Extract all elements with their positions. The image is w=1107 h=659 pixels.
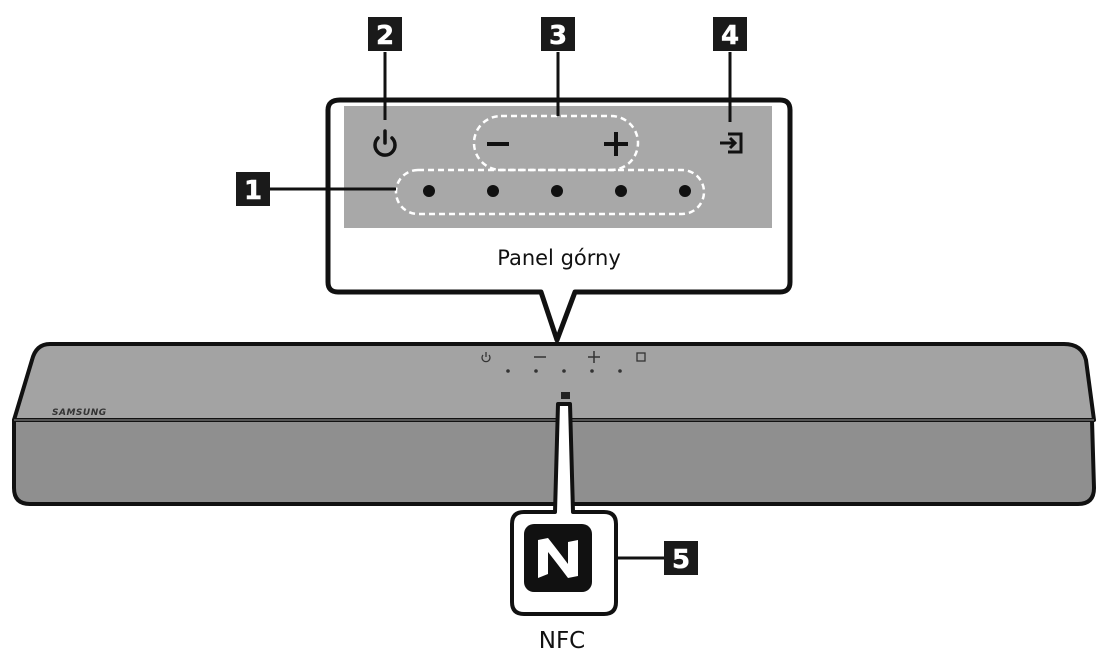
callout-badge-5: 5 xyxy=(664,541,698,575)
led-indicator-dot xyxy=(487,185,499,197)
nfc-logo-icon xyxy=(524,524,592,592)
soundbar-mini-plus-icon xyxy=(588,351,600,363)
led-indicator-dot xyxy=(615,185,627,197)
soundbar-mini-led-dot xyxy=(562,369,566,373)
svg-text:2: 2 xyxy=(376,21,394,51)
soundbar-nfc-spot xyxy=(561,392,570,399)
callout-badge-3: 3 xyxy=(541,17,575,51)
soundbar-top xyxy=(12,342,1096,422)
svg-text:1: 1 xyxy=(244,176,262,206)
soundbar-mini-led-dot xyxy=(618,369,622,373)
brand-logo: SAMSUNG xyxy=(52,408,107,418)
soundbar-mini-power-icon xyxy=(481,352,491,363)
svg-text:4: 4 xyxy=(721,21,739,51)
top-panel-surface xyxy=(344,106,772,228)
volume-button-group xyxy=(472,114,640,172)
callout-badge-2: 2 xyxy=(368,17,402,51)
svg-text:3: 3 xyxy=(549,21,567,51)
soundbar: SAMSUNG xyxy=(12,342,1096,506)
led-indicator-group xyxy=(394,168,706,216)
nfc-callout: NFC xyxy=(510,402,664,654)
plus-icon xyxy=(604,132,628,156)
led-indicator-dot xyxy=(679,185,691,197)
soundbar-mini-led-dot xyxy=(506,369,510,373)
top-panel-callout: Panel górny xyxy=(270,52,793,343)
top-panel-label: Panel górny xyxy=(497,246,621,270)
callout-badge-1: 1 xyxy=(236,172,270,206)
nfc-label: NFC xyxy=(539,628,586,654)
soundbar-mini-source-icon xyxy=(636,352,646,362)
led-dots xyxy=(423,185,691,197)
soundbar-mini-led-dot xyxy=(590,369,594,373)
led-indicator-dot xyxy=(423,185,435,197)
soundbar-front xyxy=(12,418,1096,506)
soundbar-mini-led-dot xyxy=(534,369,538,373)
source-input-icon xyxy=(720,132,743,154)
callout-badge-4: 4 xyxy=(713,17,747,51)
svg-text:5: 5 xyxy=(672,545,690,575)
soundbar-mini-led-dots xyxy=(506,369,622,373)
led-indicator-dot xyxy=(551,185,563,197)
power-icon xyxy=(373,129,397,157)
